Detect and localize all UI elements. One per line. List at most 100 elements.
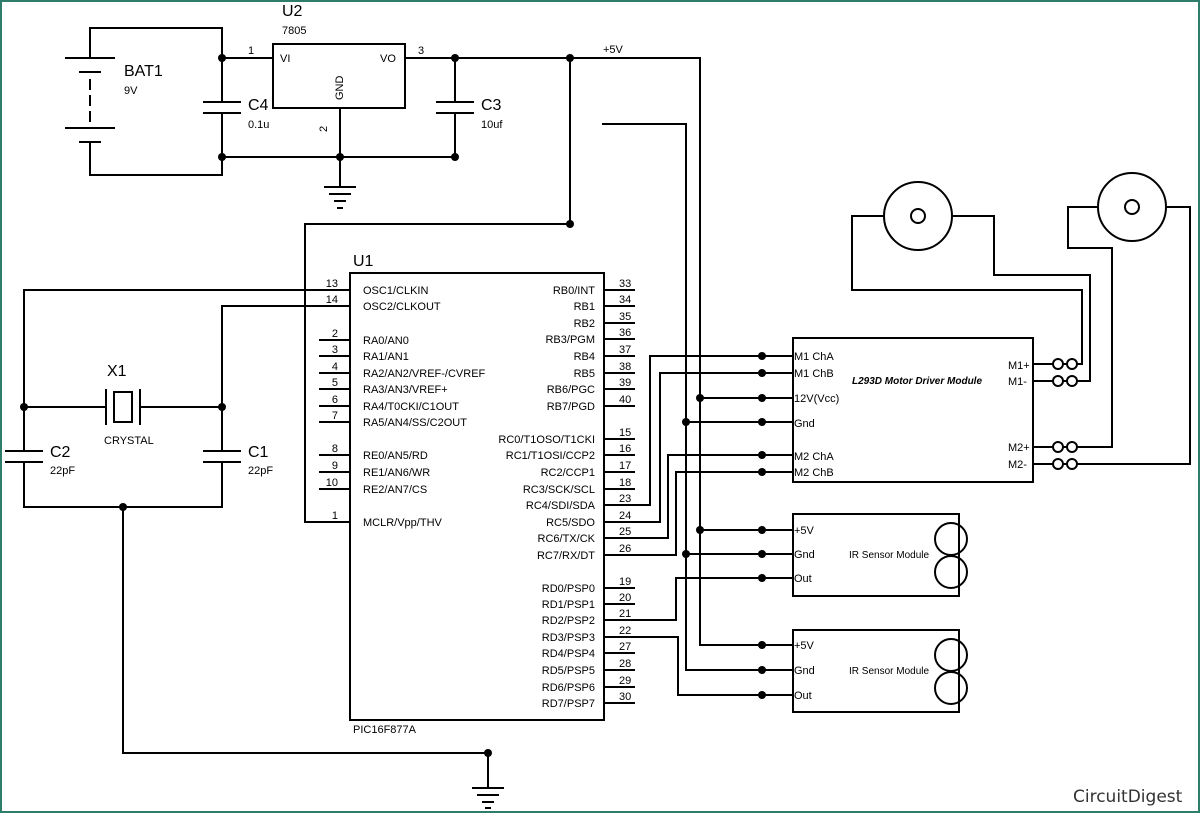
mcu-pin-name: RE0/AN5/RD xyxy=(363,450,428,462)
mcu-pin-name: RD0/PSP0 xyxy=(542,583,595,595)
mcu-pin-number: 17 xyxy=(619,460,631,472)
ir2-pin-out: Out xyxy=(794,690,812,702)
mcu-right-pins: 33RB0/INT34RB135RB236RB3/PGM37RB438RB539… xyxy=(498,278,635,710)
c3-ref: C3 xyxy=(481,97,502,114)
battery-ref: BAT1 xyxy=(124,63,163,80)
mcu-pin-number: 4 xyxy=(332,361,338,373)
mcu-pin-number: 9 xyxy=(332,460,338,472)
c2-value: 22pF xyxy=(50,465,75,477)
ir-sensor-module-1: +5V Gnd Out IR Sensor Module xyxy=(792,513,968,597)
mcu-pin-number: 35 xyxy=(619,311,631,323)
ir1-title: IR Sensor Module xyxy=(849,550,929,561)
c4-value: 0.1u xyxy=(248,119,269,131)
mcu-pin-name: RA0/AN0 xyxy=(363,335,409,347)
regulator-vo: VO xyxy=(380,53,396,65)
driver-pin-gnd: Gnd xyxy=(794,418,815,430)
driver-pin-m1-plus: M1+ xyxy=(1008,360,1030,372)
mcu-pin-name: RA2/AN2/VREF-/CVREF xyxy=(363,368,486,380)
driver-pin-m1-chb: M1 ChB xyxy=(794,368,834,380)
mcu-pin-number: 16 xyxy=(619,443,631,455)
battery-value: 9V xyxy=(124,85,138,97)
microcontroller-u1: U1 PIC16F877A 13OSC1/CLKIN14OSC2/CLKOUT2… xyxy=(319,253,635,736)
mcu-pin-number: 36 xyxy=(619,327,631,339)
mcu-pin-number: 21 xyxy=(619,608,631,620)
mcu-pin-name: RB6/PGC xyxy=(547,384,595,396)
mcu-pin-name: RC5/SDO xyxy=(546,517,595,529)
mcu-pin-name: RB5 xyxy=(574,368,595,380)
mcu-pin-number: 3 xyxy=(332,344,338,356)
mcu-pin-name: RA3/AN3/VREF+ xyxy=(363,384,448,396)
c3-value: 10uf xyxy=(481,119,503,131)
regulator-gnd: GND xyxy=(334,76,346,101)
mcu-pin-name: RD6/PSP6 xyxy=(542,682,595,694)
mcu-pin-number: 19 xyxy=(619,576,631,588)
mcu-pin-name: OSC1/CLKIN xyxy=(363,285,428,297)
mcu-pin-name: RA4/T0CKI/C1OUT xyxy=(363,401,459,413)
regulator-vi: VI xyxy=(280,53,290,65)
c1-value: 22pF xyxy=(248,465,273,477)
mcu-pin-number: 37 xyxy=(619,344,631,356)
mcu-pin-number: 7 xyxy=(332,410,338,422)
mcu-pin-number: 28 xyxy=(619,658,631,670)
mcu-pin-name: RB2 xyxy=(574,318,595,330)
mcu-pin-number: 40 xyxy=(619,394,631,406)
mcu-pin-number: 13 xyxy=(326,278,338,290)
mcu-pin-name: RA1/AN1 xyxy=(363,351,409,363)
mcu-pin-number: 26 xyxy=(619,543,631,555)
mcu-pin-name: RE1/AN6/WR xyxy=(363,467,430,479)
regulator-u2: U2 7805 VI VO GND 1 2 3 xyxy=(221,3,701,188)
c1-ref: C1 xyxy=(248,444,269,461)
mcu-pin-number: 6 xyxy=(332,394,338,406)
mcu-pin-number: 34 xyxy=(619,294,631,306)
regulator-pin3: 3 xyxy=(418,45,424,57)
mcu-pin-number: 20 xyxy=(619,592,631,604)
mcu-pin-number: 2 xyxy=(332,328,338,340)
mcu-pin-number: 10 xyxy=(326,477,338,489)
oscillator-circuit: X1 CRYSTAL C2 22pF C1 22pF xyxy=(5,289,492,789)
motor-driver-module: L293D Motor Driver Module M1 ChA M1 ChB … xyxy=(792,337,1034,483)
mcu-pin-number: 24 xyxy=(619,510,631,522)
driver-pin-m2-plus: M2+ xyxy=(1008,442,1030,454)
c4-ref: C4 xyxy=(248,97,269,114)
mcu-pin-name: RD4/PSP4 xyxy=(542,648,595,660)
driver-pin-m2-cha: M2 ChA xyxy=(794,451,834,463)
mcu-pin-name: RA5/AN4/SS/C2OUT xyxy=(363,417,467,429)
driver-pin-vcc: 12V(Vcc) xyxy=(794,393,839,405)
ir-output-wiring xyxy=(603,574,794,699)
mcu-pin-name: RB3/PGM xyxy=(545,334,595,346)
mcu-pin-name: RD5/PSP5 xyxy=(542,665,595,677)
mcu-pin-number: 1 xyxy=(332,510,338,522)
ir2-pin-gnd: Gnd xyxy=(794,665,815,677)
brand-logo: CircuitDigest xyxy=(1073,787,1183,807)
regulator-ref: U2 xyxy=(282,3,303,20)
mcu-pin-name: RC0/T1OSO/T1CKI xyxy=(498,434,595,446)
crystal-ref: X1 xyxy=(107,363,127,380)
mcu-pin-number: 15 xyxy=(619,427,631,439)
c2-ref: C2 xyxy=(50,444,71,461)
mcu-pin-name: RD7/PSP7 xyxy=(542,698,595,710)
mcu-pin-number: 23 xyxy=(619,493,631,505)
mcu-pin-number: 25 xyxy=(619,526,631,538)
mcu-pin-number: 22 xyxy=(619,625,631,637)
regulator-pin2: 2 xyxy=(318,126,330,132)
mcu-part: PIC16F877A xyxy=(353,724,417,736)
mcu-pin-name: RD1/PSP1 xyxy=(542,599,595,611)
capacitor-c4: C4 0.1u xyxy=(203,57,269,158)
mcu-pin-name: OSC2/CLKOUT xyxy=(363,301,441,313)
mcu-pin-name: RC4/SDI/SDA xyxy=(526,500,596,512)
ground-symbol-bottom xyxy=(472,787,504,809)
mcu-pin-name: RD2/PSP2 xyxy=(542,615,595,627)
capacitor-c3: C3 10uf xyxy=(436,57,503,158)
ir1-pin-gnd: Gnd xyxy=(794,549,815,561)
regulator-pin1: 1 xyxy=(248,45,254,57)
mcu-pin-name: RB1 xyxy=(574,301,595,313)
mcu-pin-name: RB4 xyxy=(574,351,595,363)
rail-label: +5V xyxy=(603,44,624,56)
motor-1 xyxy=(851,181,1091,382)
mcu-pin-number: 8 xyxy=(332,443,338,455)
driver-motor-wiring xyxy=(1032,358,1191,470)
mcu-driver-wiring xyxy=(603,352,794,556)
driver-pin-m1-cha: M1 ChA xyxy=(794,351,834,363)
